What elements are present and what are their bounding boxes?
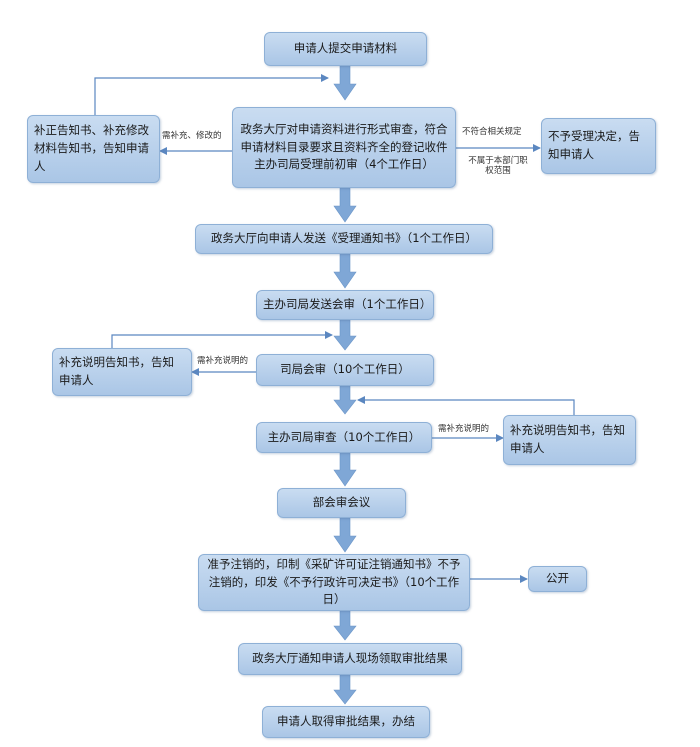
- node-publish-text: 公开: [546, 571, 569, 586]
- node-host-review: 主办司局审查（10个工作日）: [256, 422, 432, 453]
- flow-arrow: [333, 319, 357, 351]
- node-review: 政务大厅对申请资料进行形式审查，符合申请材料目录要求且资料齐全的登记收件主办司局…: [232, 107, 456, 188]
- edge-label-not-compliant: 不符合相关规定: [462, 127, 522, 137]
- flow-arrow: [333, 65, 357, 101]
- node-notify-pickup: 政务大厅通知申请人现场领取审批结果: [238, 643, 462, 675]
- node-finish-text: 申请人取得审批结果，办结: [277, 714, 415, 729]
- node-correction-notice: 补正告知书、补充修改材料告知书，告知申请人: [27, 115, 160, 183]
- flow-arrow: [333, 674, 357, 705]
- node-publish: 公开: [528, 566, 587, 592]
- edge-label-need-supplement-2: 需补充说明的: [438, 424, 490, 434]
- node-review-text: 政务大厅对申请资料进行形式审查，符合申请材料目录要求且资料齐全的登记收件主办司局…: [240, 121, 448, 172]
- node-supplement-notice-2-text: 补充说明告知书，告知申请人: [510, 423, 625, 455]
- node-reject: 不予受理决定，告知申请人: [541, 118, 656, 174]
- node-supplement-notice-1: 补充说明告知书，告知申请人: [52, 348, 192, 396]
- node-ministry-meeting: 部会审会议: [277, 488, 406, 518]
- node-accept-notice: 政务大厅向申请人发送《受理通知书》（1个工作日）: [195, 224, 493, 254]
- flow-arrow: [333, 517, 357, 553]
- node-reject-text: 不予受理决定，告知申请人: [548, 129, 640, 161]
- edge-label-need-supplement-modify: 需补充、修改的: [162, 131, 222, 141]
- node-supplement-notice-2: 补充说明告知书，告知申请人: [503, 415, 636, 465]
- flow-arrow: [333, 187, 357, 223]
- node-submit: 申请人提交申请材料: [264, 32, 427, 66]
- flow-arrow: [333, 452, 357, 487]
- node-decision: 准予注销的，印制《采矿许可证注销通知书》不予注销的，印发《不予行政许可决定书》（…: [198, 554, 470, 611]
- node-dept-send-text: 主办司局发送会审（1个工作日）: [263, 297, 432, 312]
- flow-arrow: [333, 385, 357, 415]
- node-dept-send: 主办司局发送会审（1个工作日）: [256, 290, 434, 320]
- node-accept-notice-text: 政务大厅向申请人发送《受理通知书》（1个工作日）: [210, 231, 478, 246]
- node-host-review-text: 主办司局审查（10个工作日）: [267, 429, 421, 444]
- node-decision-text: 准予注销的，印制《采矿许可证注销通知书》不予注销的，印发《不予行政许可决定书》（…: [207, 556, 461, 607]
- edge-label-need-supplement-1: 需补充说明的: [197, 356, 249, 366]
- node-correction-notice-text: 补正告知书、补充修改材料告知书，告知申请人: [34, 123, 149, 173]
- node-dept-joint-review: 司局会审（10个工作日）: [256, 354, 434, 386]
- node-submit-text: 申请人提交申请材料: [293, 41, 398, 56]
- edge-label-not-in-scope: 不属于本部门职权范围: [468, 156, 528, 177]
- flow-arrow: [333, 610, 357, 641]
- flow-arrow: [333, 253, 357, 289]
- node-notify-pickup-text: 政务大厅通知申请人现场领取审批结果: [252, 651, 448, 666]
- node-supplement-notice-1-text: 补充说明告知书，告知申请人: [59, 355, 174, 387]
- node-finish: 申请人取得审批结果，办结: [262, 706, 430, 738]
- node-dept-joint-review-text: 司局会审（10个工作日）: [280, 362, 410, 377]
- node-ministry-meeting-text: 部会审会议: [312, 495, 371, 510]
